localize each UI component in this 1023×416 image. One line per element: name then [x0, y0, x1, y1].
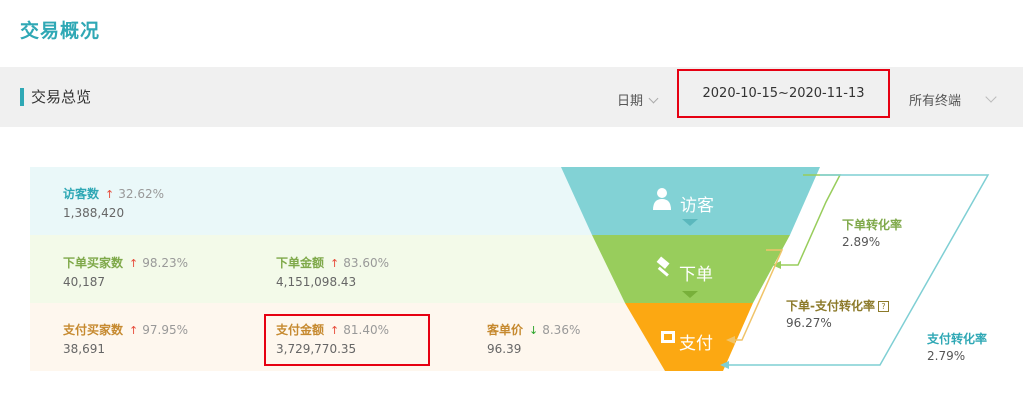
funnel-stage-visitors: [561, 167, 820, 235]
arrow-left-icon: [720, 361, 729, 369]
order-conversion-rate: 下单转化率 2.89%: [842, 217, 902, 251]
metric-pay-amount: 支付金额 ↑81.40% 3,729,770.35: [276, 322, 389, 357]
date-range-picker[interactable]: 2020-10-15~2020-11-13: [677, 69, 890, 118]
metric-change: 98.23%: [142, 256, 188, 270]
pay-amount-highlight: [264, 314, 430, 366]
metric-label: 下单金额: [276, 256, 325, 270]
funnel-notch-icon: [682, 219, 698, 226]
section-title: 交易总览: [31, 88, 92, 106]
metric-pay-buyers: 支付买家数 ↑97.95% 38,691: [63, 322, 188, 357]
funnel-label-visitors: 访客: [680, 196, 714, 216]
page-title: 交易概况: [20, 20, 101, 42]
rate-label: 下单-支付转化率: [786, 299, 875, 313]
arrow-up-icon: ↑: [129, 324, 139, 337]
order-pay-conversion-rate: 下单-支付转化率? 96.27%: [786, 298, 889, 332]
metric-change: 32.62%: [118, 187, 164, 201]
date-dropdown-label: 日期: [617, 94, 644, 109]
arrow-left-icon: [772, 261, 781, 269]
pay-conversion-rate: 支付转化率 2.79%: [927, 331, 987, 365]
metric-value: 40,187: [63, 275, 105, 289]
metric-label: 客单价: [487, 323, 524, 337]
metric-label: 支付买家数: [63, 323, 124, 337]
terminal-select[interactable]: 所有终端: [909, 94, 962, 109]
arrow-up-icon: ↑: [330, 257, 340, 270]
rate-label: 支付转化率: [927, 332, 988, 346]
metric-visitors: 访客数 ↑32.62% 1,388,420: [63, 186, 164, 221]
help-icon[interactable]: ?: [877, 301, 889, 312]
funnel-label-payment: 支付: [679, 334, 713, 354]
metric-change: 81.40%: [343, 323, 389, 337]
metric-order-amount: 下单金额 ↑83.60% 4,151,098.43: [276, 255, 389, 290]
metric-change: 97.95%: [142, 323, 188, 337]
metric-value: 1,388,420: [63, 206, 125, 220]
funnel-label-order: 下单: [679, 265, 713, 285]
header-accent-bar: [20, 88, 24, 106]
card-icon: [661, 331, 675, 343]
arrow-up-icon: ↑: [330, 324, 340, 337]
metric-change: 83.60%: [343, 256, 389, 270]
rate-value: 2.79%: [927, 349, 966, 363]
rate-label: 下单转化率: [842, 218, 903, 232]
metric-change: 8.36%: [542, 323, 581, 337]
metric-label: 下单买家数: [63, 256, 124, 270]
date-dropdown[interactable]: 日期: [617, 90, 659, 109]
metric-value: 38,691: [63, 342, 105, 356]
order-row: [30, 235, 710, 303]
arrow-down-icon: ↓: [529, 324, 539, 337]
arrow-up-icon: ↑: [105, 188, 115, 201]
rate-value: 96.27%: [786, 316, 832, 330]
metric-value: 4,151,098.43: [276, 275, 357, 289]
metric-label: 访客数: [63, 187, 100, 201]
funnel-stage-payment: [625, 303, 753, 371]
metric-unit-price: 客单价 ↓8.36% 96.39: [487, 322, 580, 357]
funnel-notch-icon: [682, 291, 698, 298]
gavel-icon: [656, 256, 670, 277]
arrow-up-icon: ↑: [129, 257, 139, 270]
order-pay-rate-connector: [733, 249, 784, 341]
metric-value: 96.39: [487, 342, 522, 356]
metric-label: 支付金额: [276, 323, 325, 337]
rate-value: 2.89%: [842, 235, 881, 249]
pay-rate-connector: [728, 174, 990, 366]
funnel-stage-order: [592, 235, 790, 303]
user-icon: [653, 188, 671, 210]
metric-order-buyers: 下单买家数 ↑98.23% 40,187: [63, 255, 188, 290]
metric-value: 3,729,770.35: [276, 342, 357, 356]
arrow-left-icon: [726, 336, 735, 344]
